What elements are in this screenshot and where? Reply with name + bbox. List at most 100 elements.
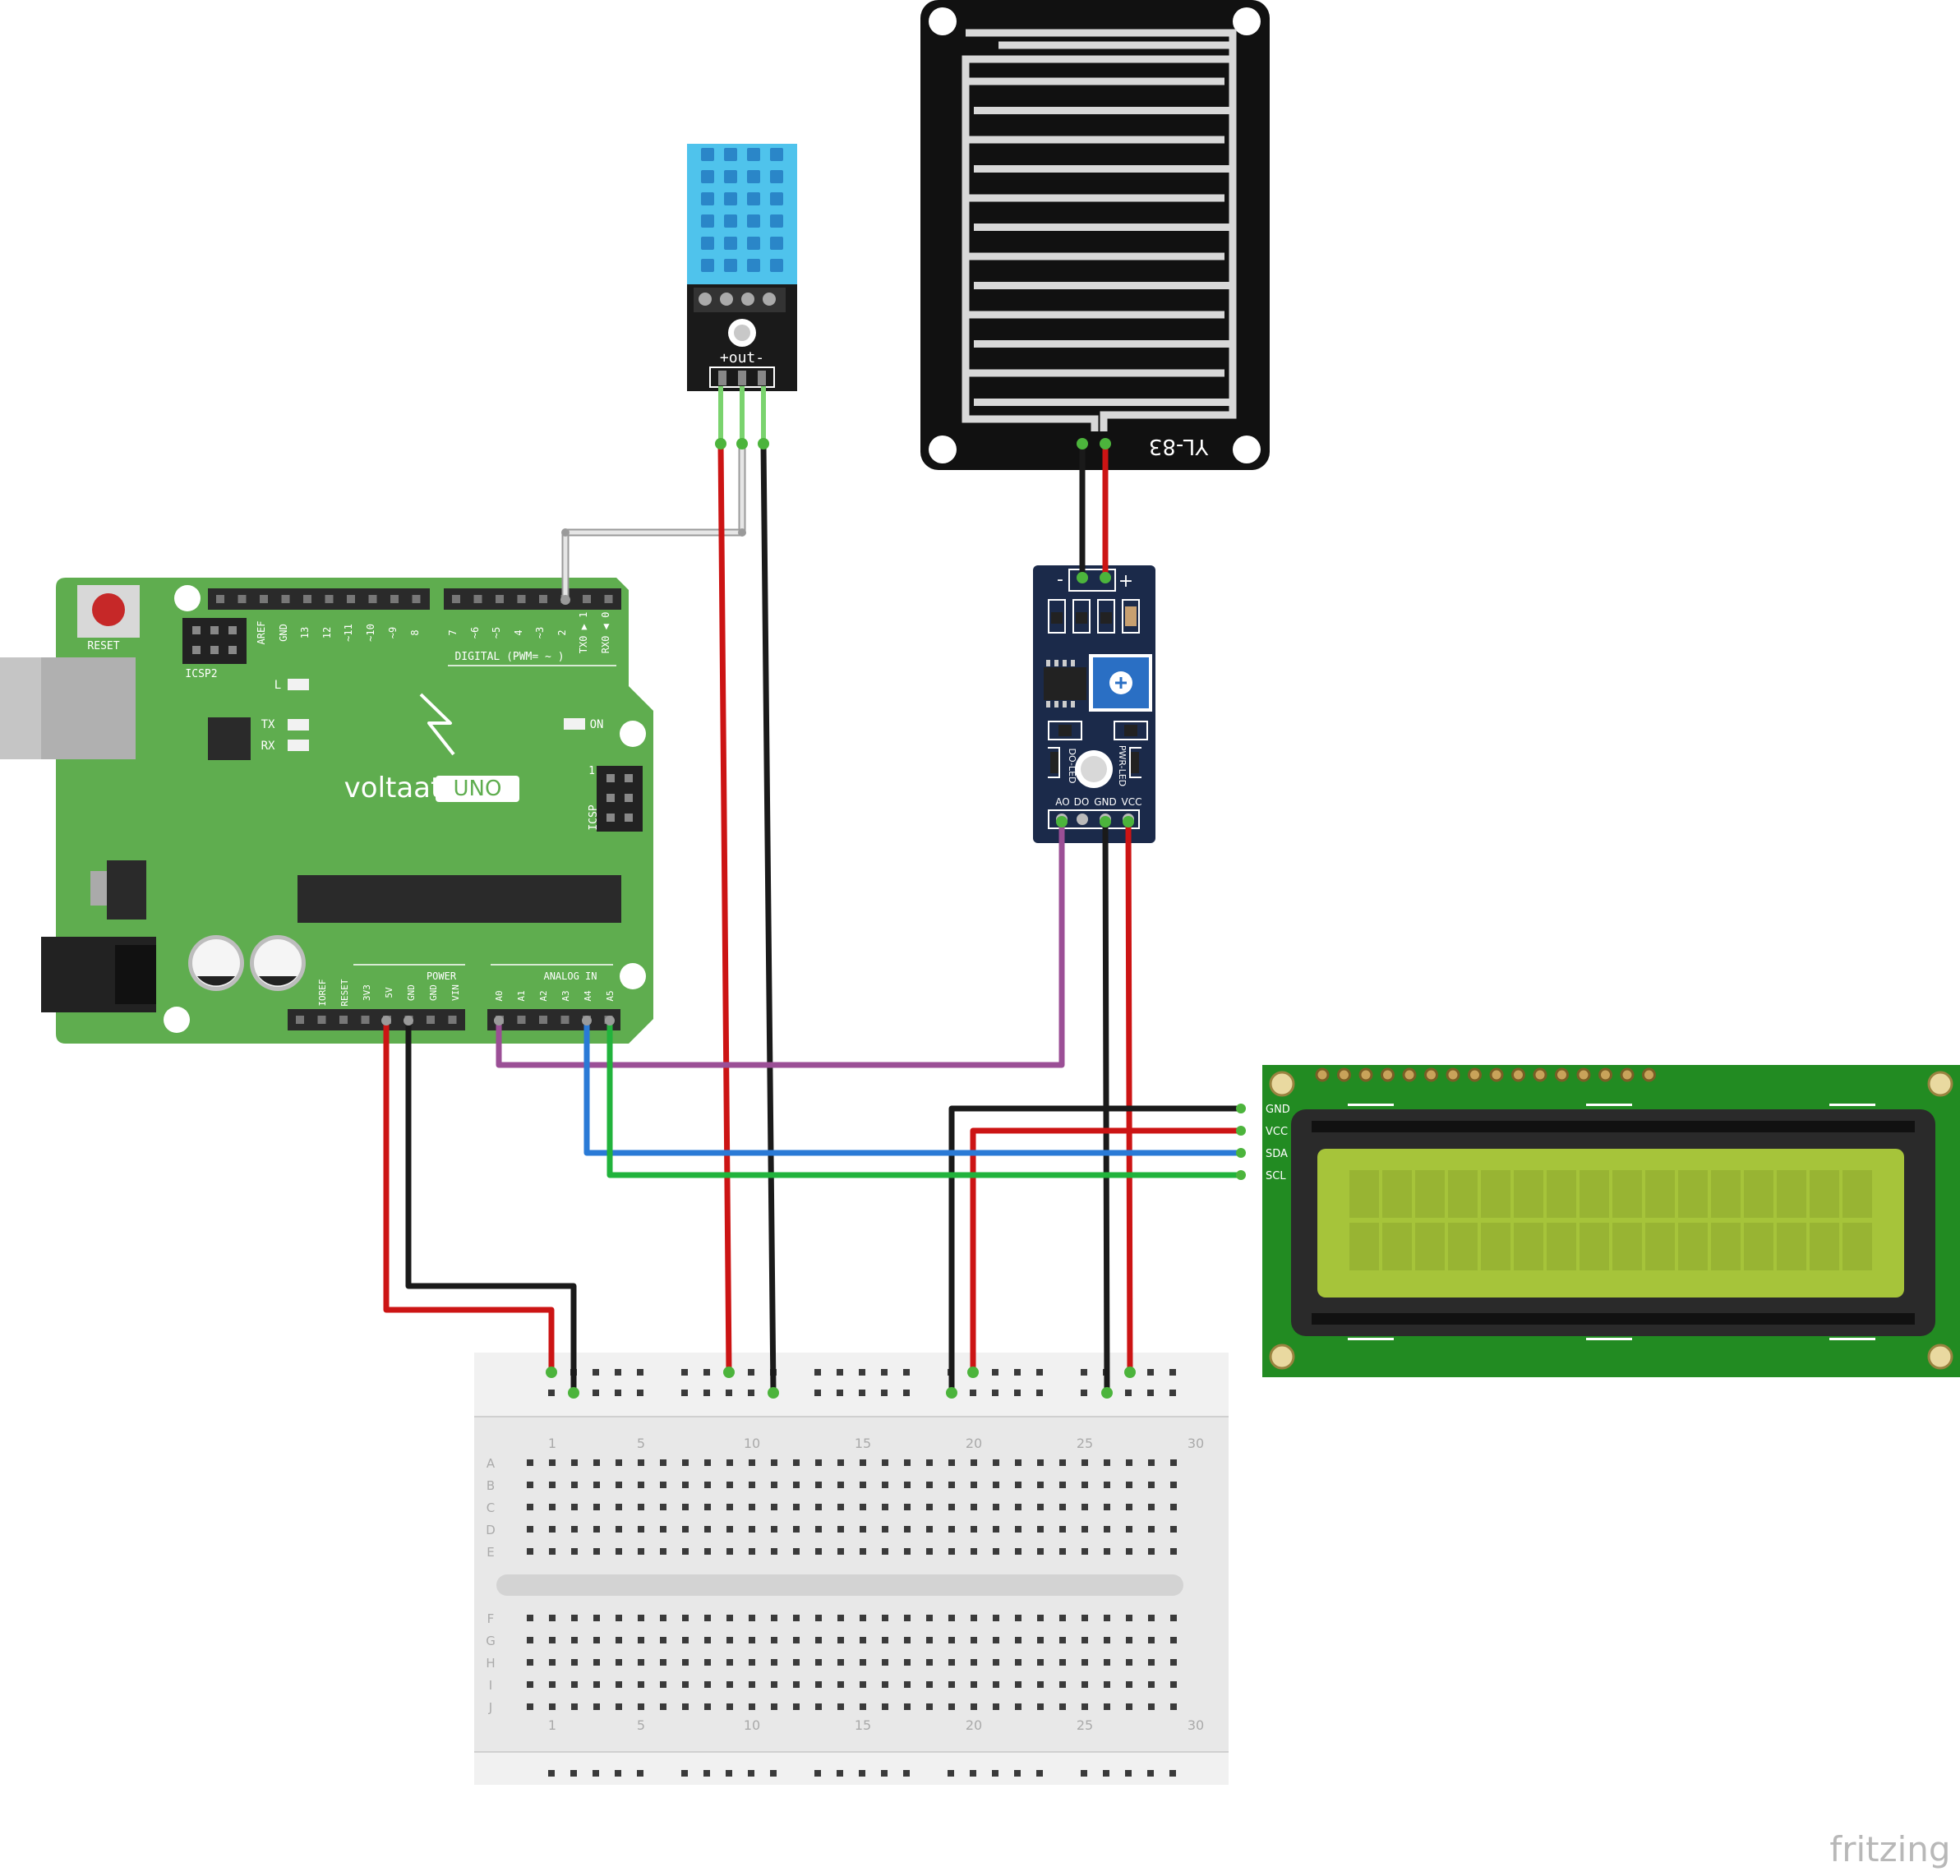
bb-hole[interactable] xyxy=(948,1703,955,1710)
bb-rail-hole[interactable] xyxy=(593,1390,599,1396)
bb-rail-hole[interactable] xyxy=(726,1770,732,1777)
bb-hole[interactable] xyxy=(638,1548,644,1555)
bb-hole[interactable] xyxy=(593,1637,600,1643)
bb-hole[interactable] xyxy=(704,1615,711,1621)
bb-hole[interactable] xyxy=(904,1659,911,1666)
bb-rail-hole[interactable] xyxy=(837,1369,843,1376)
bb-hole[interactable] xyxy=(638,1459,644,1466)
bb-hole[interactable] xyxy=(904,1681,911,1688)
bb-rail-hole[interactable] xyxy=(814,1369,821,1376)
bb-hole[interactable] xyxy=(749,1459,755,1466)
wire-dht-gnd[interactable] xyxy=(760,440,777,1396)
bb-hole[interactable] xyxy=(948,1615,955,1621)
bb-hole[interactable] xyxy=(682,1681,689,1688)
bb-hole[interactable] xyxy=(993,1504,999,1510)
bb-rail-hole[interactable] xyxy=(681,1369,688,1376)
bb-hole[interactable] xyxy=(549,1637,556,1643)
bb-rail-hole[interactable] xyxy=(859,1390,865,1396)
bb-hole[interactable] xyxy=(793,1615,800,1621)
bb-hole[interactable] xyxy=(1081,1681,1088,1688)
bb-hole[interactable] xyxy=(726,1681,733,1688)
bb-hole[interactable] xyxy=(926,1459,933,1466)
bb-hole[interactable] xyxy=(948,1681,955,1688)
bb-hole[interactable] xyxy=(682,1526,689,1533)
bb-hole[interactable] xyxy=(682,1482,689,1488)
bb-hole[interactable] xyxy=(726,1526,733,1533)
bb-rail-hole[interactable] xyxy=(748,1390,754,1396)
bb-rail-hole[interactable] xyxy=(1147,1770,1154,1777)
bb-hole[interactable] xyxy=(1148,1526,1155,1533)
bb-hole[interactable] xyxy=(1148,1615,1155,1621)
wire-arduino-gnd[interactable] xyxy=(405,1017,577,1396)
bb-rail-hole[interactable] xyxy=(593,1770,599,1777)
wire-module-vcc[interactable] xyxy=(1125,818,1133,1376)
bb-hole[interactable] xyxy=(993,1703,999,1710)
bb-hole[interactable] xyxy=(971,1637,977,1643)
bb-hole[interactable] xyxy=(860,1681,866,1688)
bb-hole[interactable] xyxy=(527,1659,533,1666)
bb-hole[interactable] xyxy=(837,1615,844,1621)
bb-hole[interactable] xyxy=(749,1504,755,1510)
bb-hole[interactable] xyxy=(882,1703,888,1710)
bb-hole[interactable] xyxy=(837,1659,844,1666)
bb-hole[interactable] xyxy=(837,1504,844,1510)
bb-hole[interactable] xyxy=(926,1637,933,1643)
bb-rail-hole[interactable] xyxy=(1169,1770,1176,1777)
bb-hole[interactable] xyxy=(593,1681,600,1688)
bb-hole[interactable] xyxy=(926,1659,933,1666)
bb-hole[interactable] xyxy=(726,1504,733,1510)
bb-rail-hole[interactable] xyxy=(1125,1770,1132,1777)
bb-hole[interactable] xyxy=(527,1548,533,1555)
bb-hole[interactable] xyxy=(638,1526,644,1533)
bb-rail-hole[interactable] xyxy=(637,1369,643,1376)
bb-hole[interactable] xyxy=(926,1526,933,1533)
bb-hole[interactable] xyxy=(1104,1504,1110,1510)
bb-hole[interactable] xyxy=(1104,1548,1110,1555)
bb-hole[interactable] xyxy=(704,1482,711,1488)
bb-hole[interactable] xyxy=(771,1615,777,1621)
bb-rail-hole[interactable] xyxy=(881,1369,888,1376)
bb-hole[interactable] xyxy=(1170,1459,1177,1466)
bb-hole[interactable] xyxy=(948,1526,955,1533)
bb-rail-hole[interactable] xyxy=(881,1390,888,1396)
bb-hole[interactable] xyxy=(948,1459,955,1466)
bb-hole[interactable] xyxy=(549,1659,556,1666)
bb-hole[interactable] xyxy=(993,1482,999,1488)
bb-hole[interactable] xyxy=(904,1615,911,1621)
bb-hole[interactable] xyxy=(882,1681,888,1688)
bb-hole[interactable] xyxy=(971,1482,977,1488)
bb-hole[interactable] xyxy=(616,1548,622,1555)
bb-rail-hole[interactable] xyxy=(1081,1369,1087,1376)
bb-rail-hole[interactable] xyxy=(548,1770,555,1777)
bb-hole[interactable] xyxy=(948,1637,955,1643)
bb-hole[interactable] xyxy=(793,1459,800,1466)
bb-hole[interactable] xyxy=(1104,1482,1110,1488)
wire-arduino-5v[interactable] xyxy=(383,1017,555,1376)
bb-hole[interactable] xyxy=(749,1615,755,1621)
bb-hole[interactable] xyxy=(971,1703,977,1710)
bb-hole[interactable] xyxy=(815,1637,822,1643)
bb-hole[interactable] xyxy=(1126,1615,1132,1621)
bb-hole[interactable] xyxy=(837,1637,844,1643)
bb-hole[interactable] xyxy=(971,1681,977,1688)
bb-hole[interactable] xyxy=(726,1459,733,1466)
bb-rail-hole[interactable] xyxy=(948,1770,954,1777)
bb-hole[interactable] xyxy=(837,1703,844,1710)
bb-hole[interactable] xyxy=(638,1637,644,1643)
bb-hole[interactable] xyxy=(1015,1459,1022,1466)
bb-rail-hole[interactable] xyxy=(593,1369,599,1376)
bb-hole[interactable] xyxy=(1037,1681,1044,1688)
bb-hole[interactable] xyxy=(1037,1548,1044,1555)
bb-hole[interactable] xyxy=(993,1615,999,1621)
bb-hole[interactable] xyxy=(1126,1681,1132,1688)
bb-hole[interactable] xyxy=(926,1703,933,1710)
bb-hole[interactable] xyxy=(1126,1459,1132,1466)
bb-rail-hole[interactable] xyxy=(992,1390,998,1396)
bb-hole[interactable] xyxy=(682,1703,689,1710)
bb-hole[interactable] xyxy=(1126,1548,1132,1555)
bb-hole[interactable] xyxy=(1081,1703,1088,1710)
bb-hole[interactable] xyxy=(1104,1459,1110,1466)
bb-rail-hole[interactable] xyxy=(903,1369,910,1376)
bb-hole[interactable] xyxy=(1081,1459,1088,1466)
bb-hole[interactable] xyxy=(660,1504,666,1510)
